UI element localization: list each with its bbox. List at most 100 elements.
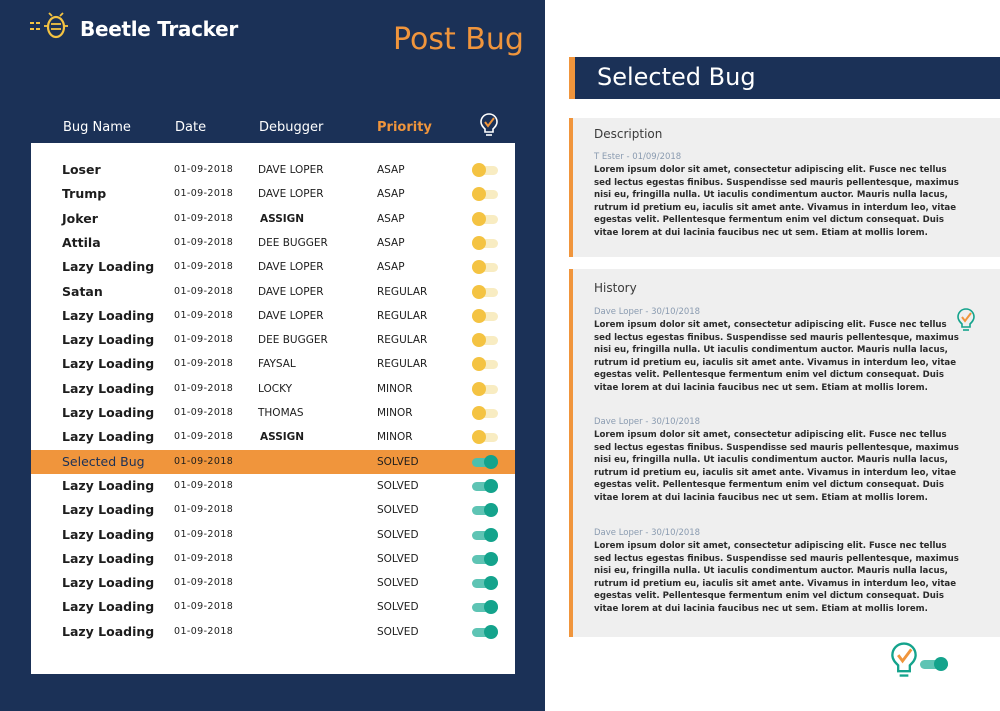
bug-name: Joker xyxy=(62,210,98,226)
status-toggle[interactable] xyxy=(472,551,498,566)
status-toggle[interactable] xyxy=(472,406,498,420)
bug-name: Lazy Loading xyxy=(62,380,155,396)
status-toggle[interactable] xyxy=(472,211,498,226)
status-toggle[interactable] xyxy=(472,600,498,615)
bug-priority: MINOR xyxy=(377,407,413,419)
bug-date: 01-09-2018 xyxy=(174,309,234,321)
status-toggle[interactable] xyxy=(472,527,498,542)
bug-priority: ASAP xyxy=(377,261,405,274)
bug-priority: SOLVED xyxy=(377,552,419,565)
bug-priority: REGULAR xyxy=(377,309,428,322)
status-toggle[interactable] xyxy=(472,381,498,396)
bulb-check-icon[interactable] xyxy=(888,640,920,687)
status-toggle[interactable] xyxy=(472,503,498,518)
bug-date: 01-09-2018 xyxy=(174,188,234,200)
status-toggle[interactable] xyxy=(472,260,498,275)
bug-priority: SOLVED xyxy=(377,479,419,492)
post-bug-button[interactable]: Post Bug xyxy=(393,22,524,57)
status-toggle[interactable] xyxy=(472,187,498,202)
bulb-check-icon[interactable] xyxy=(955,307,977,338)
status-toggle[interactable] xyxy=(472,430,498,445)
bug-list-panel: Beetle Tracker Post Bug Bug Name Date De… xyxy=(0,0,545,711)
toggle-knob xyxy=(472,406,486,420)
status-toggle[interactable] xyxy=(472,284,498,299)
bulb-check-icon[interactable] xyxy=(478,112,500,143)
assign-debugger-link[interactable]: ASSIGN xyxy=(260,212,305,225)
bug-debugger: DAVE LOPER xyxy=(258,188,324,201)
history-entry-text: Lorem ipsum dolor sit amet, consectetur … xyxy=(594,320,959,393)
column-header-date[interactable]: Date xyxy=(175,120,207,135)
toggle-knob xyxy=(472,308,486,323)
status-toggle[interactable] xyxy=(472,163,498,177)
status-toggle[interactable] xyxy=(472,308,498,323)
status-toggle[interactable] xyxy=(472,576,498,591)
status-toggle[interactable] xyxy=(472,235,498,250)
bug-date: 01-09-2018 xyxy=(174,601,234,613)
bug-name: Lazy Loading xyxy=(62,429,155,445)
bug-name: Attila xyxy=(62,234,101,250)
bug-date: 01-09-2018 xyxy=(174,479,234,491)
status-toggle[interactable] xyxy=(472,357,498,372)
description-text: Lorem ipsum dolor sit amet, consectetur … xyxy=(594,165,959,238)
bug-date: 01-09-2018 xyxy=(174,212,234,224)
bug-priority: SOLVED xyxy=(377,455,419,468)
toggle-knob xyxy=(472,381,486,396)
bug-date: 01-09-2018 xyxy=(174,261,234,273)
bug-name: Lazy Loading xyxy=(62,502,155,518)
history-entry-meta: Dave Loper - 30/10/2018 xyxy=(594,417,701,427)
bug-debugger: DAVE LOPER xyxy=(258,309,324,322)
bug-name: Lazy Loading xyxy=(62,332,155,348)
bug-name: Lazy Loading xyxy=(62,623,155,639)
status-toggle[interactable] xyxy=(472,478,498,493)
status-toggle[interactable] xyxy=(472,624,498,639)
bug-priority: REGULAR xyxy=(377,285,428,298)
bug-name: Loser xyxy=(62,162,101,177)
column-header-bug-name[interactable]: Bug Name xyxy=(63,120,131,135)
bug-name: Lazy Loading xyxy=(62,405,155,420)
selected-bug-header: Selected Bug xyxy=(569,57,1000,99)
column-header-debugger[interactable]: Debugger xyxy=(259,120,324,135)
bug-priority: REGULAR xyxy=(377,358,428,371)
bug-debugger: LOCKY xyxy=(258,382,292,395)
bug-priority: MINOR xyxy=(377,382,413,395)
status-toggle[interactable] xyxy=(472,333,498,348)
bug-priority: ASAP xyxy=(377,164,405,176)
column-header-priority[interactable]: Priority xyxy=(377,120,432,135)
bug-priority: MINOR xyxy=(377,431,413,444)
history-entry-meta: Dave Loper - 30/10/2018 xyxy=(594,528,701,538)
bug-debugger: DAVE LOPER xyxy=(258,261,324,274)
bug-debugger: DAVE LOPER xyxy=(258,285,324,298)
toggle-knob xyxy=(472,260,486,275)
bug-name: Satan xyxy=(62,283,103,299)
bug-date: 01-09-2018 xyxy=(174,455,234,467)
solved-toggle[interactable] xyxy=(920,657,948,671)
toggle-knob xyxy=(934,657,948,671)
bug-date: 01-09-2018 xyxy=(174,577,234,589)
bug-name: Lazy Loading xyxy=(62,356,155,372)
assign-debugger-link[interactable]: ASSIGN xyxy=(260,431,305,444)
selected-bug-title: Selected Bug xyxy=(597,63,756,91)
status-toggle[interactable] xyxy=(472,454,498,469)
bug-priority: REGULAR xyxy=(377,334,428,347)
toggle-knob xyxy=(472,211,486,226)
